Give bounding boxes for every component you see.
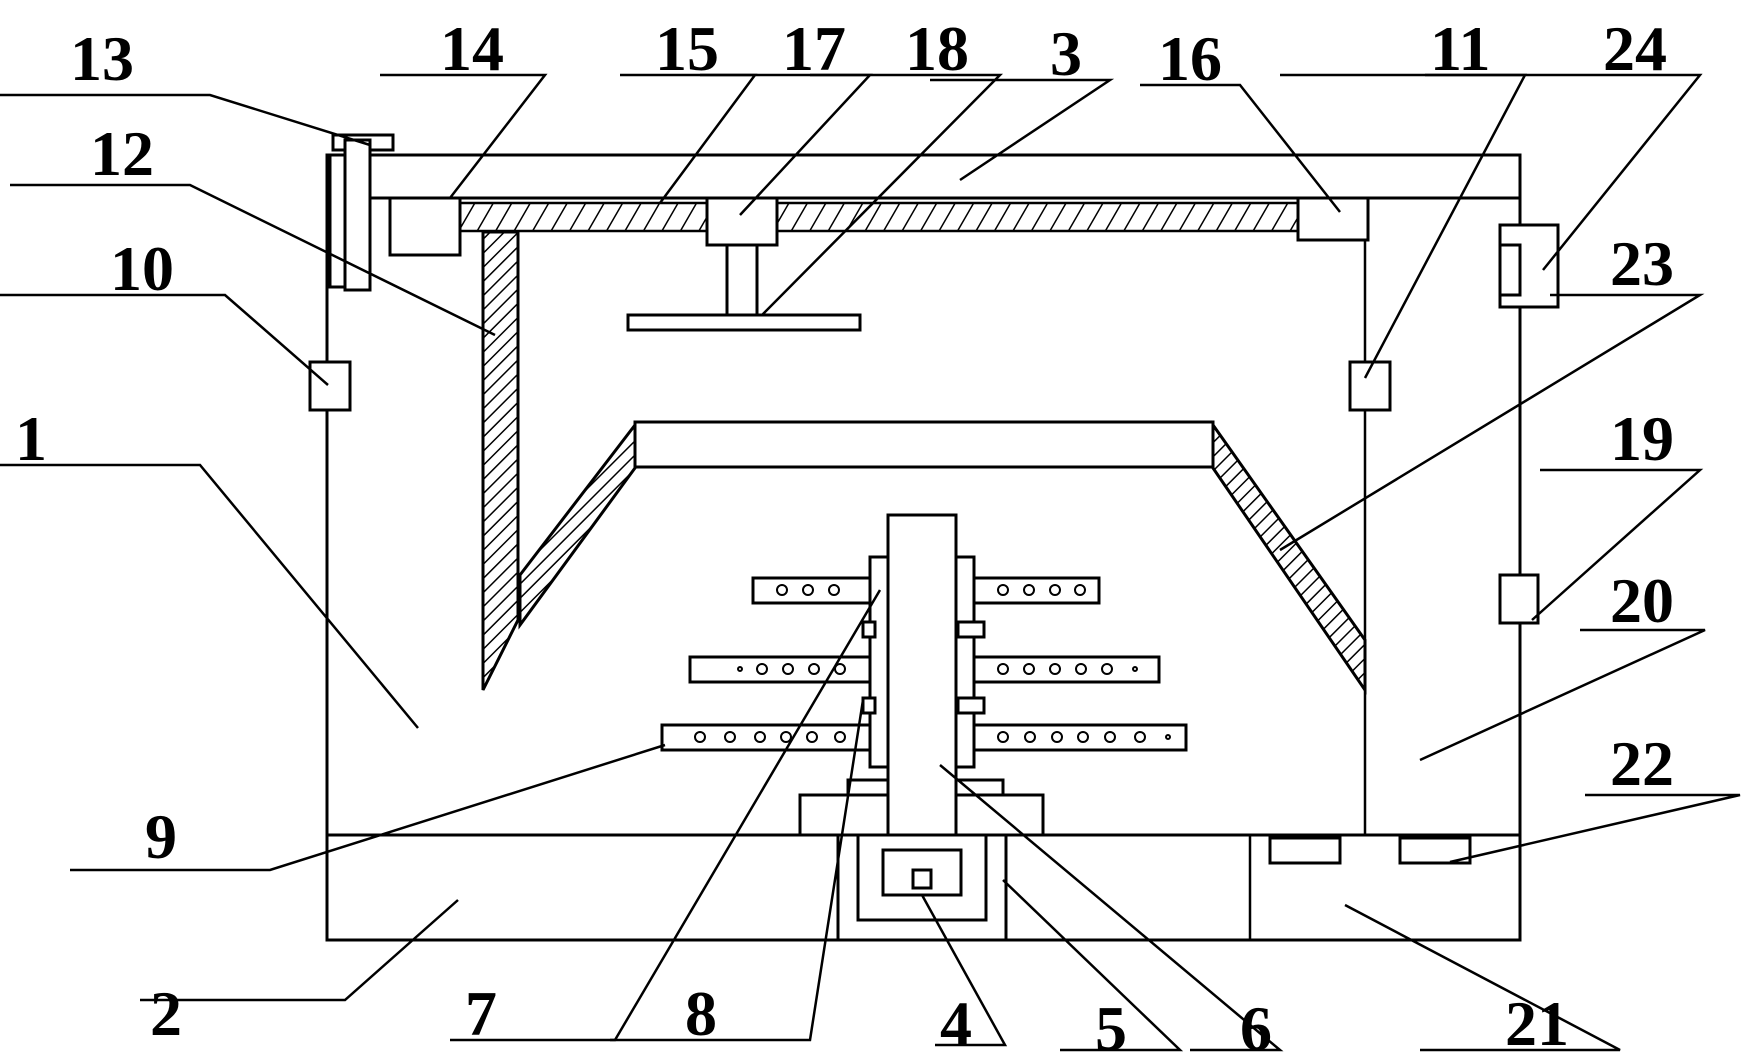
foot-left xyxy=(1268,836,1342,865)
label-5: 5 xyxy=(1095,993,1127,1060)
arm-left-3 xyxy=(660,723,872,752)
collar-right xyxy=(954,555,976,769)
collar-left-tab1 xyxy=(861,620,877,639)
leader-lines xyxy=(0,73,1741,1052)
label-1: 1 xyxy=(15,403,47,474)
label-4: 4 xyxy=(940,988,972,1059)
screw-motor xyxy=(388,196,462,257)
label-21: 21 xyxy=(1505,988,1569,1059)
label-14: 14 xyxy=(440,13,504,84)
top-plate xyxy=(325,153,1522,200)
label-11: 11 xyxy=(1430,13,1490,84)
collar-left xyxy=(868,555,890,769)
left-plate xyxy=(481,230,520,691)
label-8: 8 xyxy=(685,978,717,1049)
label-18: 18 xyxy=(905,13,969,84)
stirring-arms xyxy=(660,576,1188,752)
collar-left-tab2 xyxy=(861,696,877,715)
label-22: 22 xyxy=(1610,728,1674,799)
hopper-top xyxy=(633,420,1215,469)
label-9: 9 xyxy=(145,801,177,872)
control-24-inner xyxy=(1498,243,1522,297)
hopper-right-wall xyxy=(1211,420,1367,695)
central-column xyxy=(886,513,958,837)
sensor-19 xyxy=(1498,573,1540,625)
label-6: 6 xyxy=(1240,993,1272,1060)
arm-right-1 xyxy=(972,576,1101,605)
spray-plate xyxy=(626,313,862,332)
arm-left-1 xyxy=(751,576,872,605)
label-2: 2 xyxy=(150,978,182,1049)
hopper-left-wall xyxy=(518,420,637,630)
arm-left-2 xyxy=(688,655,872,684)
lead-screw xyxy=(456,201,1302,233)
label-24: 24 xyxy=(1603,13,1667,84)
label-13: 13 xyxy=(70,23,134,94)
label-7: 7 xyxy=(465,978,497,1049)
label-16: 16 xyxy=(1158,23,1222,94)
label-3: 3 xyxy=(1050,18,1082,89)
part-labels: 13 14 15 17 18 3 16 11 24 12 10 23 1 19 … xyxy=(15,13,1674,1060)
label-12: 12 xyxy=(90,118,154,189)
label-15: 15 xyxy=(655,13,719,84)
sensor-10 xyxy=(308,360,352,412)
slider-nut xyxy=(705,196,779,247)
label-17: 17 xyxy=(782,13,846,84)
arm-right-3 xyxy=(972,723,1188,752)
collar-right-tab2 xyxy=(956,696,986,715)
arm-right-2 xyxy=(972,655,1161,684)
label-19: 19 xyxy=(1610,403,1674,474)
motor-shaft xyxy=(911,868,933,890)
label-23: 23 xyxy=(1610,228,1674,299)
spray-rod xyxy=(725,243,759,317)
collar-right-tab1 xyxy=(956,620,986,639)
label-20: 20 xyxy=(1610,565,1674,636)
label-10: 10 xyxy=(110,233,174,304)
